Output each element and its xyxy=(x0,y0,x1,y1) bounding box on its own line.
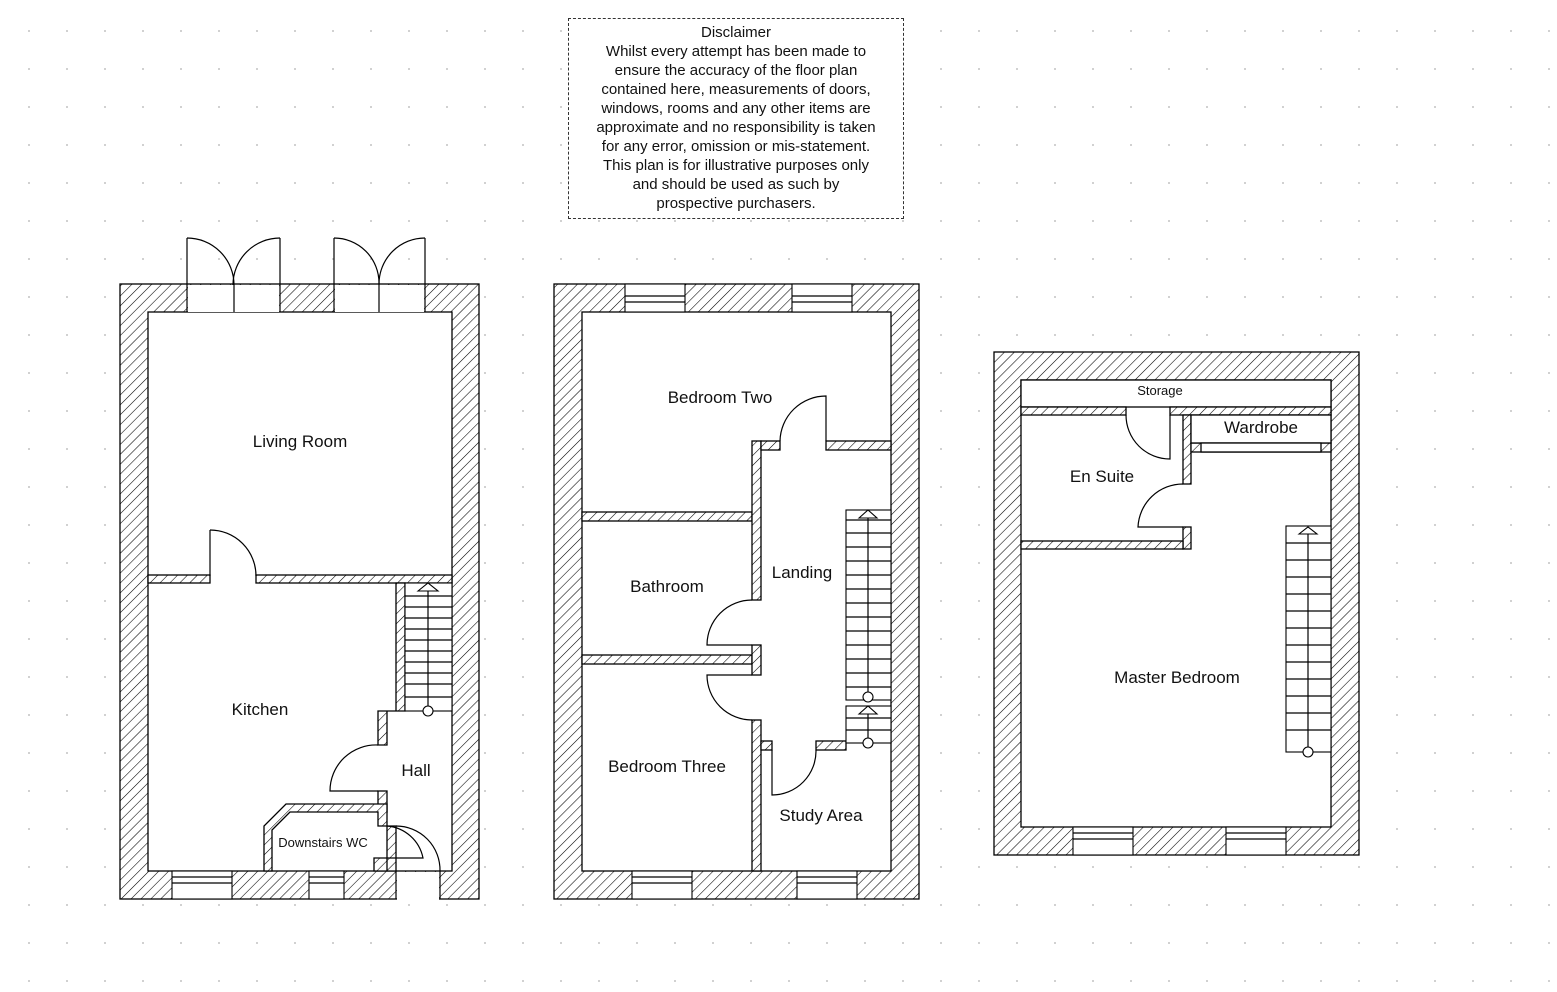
door-swing-icon xyxy=(386,825,424,859)
door-swing-icon xyxy=(1137,483,1184,528)
window-icon xyxy=(631,870,693,900)
room-label-bedroom-three: Bedroom Three xyxy=(608,757,726,776)
window-icon xyxy=(624,283,686,313)
door-swing-icon xyxy=(706,599,753,646)
room-label-hall: Hall xyxy=(401,761,430,780)
french-door-icon xyxy=(333,237,426,312)
ground-floor-plan: Living Room Kitchen Hall Downstairs WC xyxy=(119,237,480,900)
door-swing-icon xyxy=(771,749,817,796)
room-label-study-area: Study Area xyxy=(779,806,863,825)
room-label-bathroom: Bathroom xyxy=(630,577,704,596)
wardrobe xyxy=(1190,414,1332,444)
room-label-wardrobe: Wardrobe xyxy=(1224,418,1298,437)
window-icon xyxy=(1225,826,1287,856)
window-icon xyxy=(171,870,233,900)
disclaimer-line: Whilst every attempt has been made to xyxy=(605,43,867,60)
disclaimer-line: contained here, measurements of doors, xyxy=(601,81,871,98)
room-label-bedroom-two: Bedroom Two xyxy=(668,388,773,407)
disclaimer-line: windows, rooms and any other items are xyxy=(601,100,871,117)
door-swing-icon xyxy=(209,529,257,577)
disclaimer-line: prospective purchasers. xyxy=(656,195,816,212)
window-icon xyxy=(796,870,858,900)
door-swing-icon xyxy=(1125,414,1171,460)
french-door-icon xyxy=(186,237,281,312)
room-label-living-room: Living Room xyxy=(253,432,348,451)
door-swing-icon xyxy=(329,744,379,792)
room-label-downstairs-wc: Downstairs WC xyxy=(278,835,368,850)
door-swing-icon xyxy=(706,674,753,721)
window-icon xyxy=(791,283,853,313)
staircase-icon xyxy=(845,509,892,749)
disclaimer-box: Disclaimer Whilst every attempt has been… xyxy=(568,18,904,219)
disclaimer-line: and should be used as such by xyxy=(632,176,840,193)
window-icon xyxy=(308,870,345,900)
disclaimer-line: This plan is for illustrative purposes o… xyxy=(603,157,869,174)
window-icon xyxy=(1072,826,1134,856)
door-swing-icon xyxy=(779,395,827,442)
staircase-icon xyxy=(404,582,453,717)
disclaimer-line: approximate and no responsibility is tak… xyxy=(596,119,876,136)
second-floor-plan: Storage Wardrobe En Suite Master Bedroom xyxy=(993,351,1360,856)
disclaimer-line: for any error, omission or mis-statement… xyxy=(601,138,871,155)
door-swing-icon xyxy=(395,825,441,872)
room-label-en-suite: En Suite xyxy=(1070,467,1134,486)
storage-area xyxy=(1020,379,1332,408)
disclaimer-line: ensure the accuracy of the floor plan xyxy=(614,62,858,79)
room-label-landing: Landing xyxy=(772,563,833,582)
room-label-master-bedroom: Master Bedroom xyxy=(1114,668,1240,687)
first-floor-plan: Bedroom Two Bathroom Landing Bedroom Thr… xyxy=(553,283,920,900)
disclaimer-title: Disclaimer xyxy=(700,24,771,41)
room-label-storage: Storage xyxy=(1137,383,1183,398)
room-label-kitchen: Kitchen xyxy=(232,700,289,719)
staircase-icon xyxy=(1285,525,1332,758)
